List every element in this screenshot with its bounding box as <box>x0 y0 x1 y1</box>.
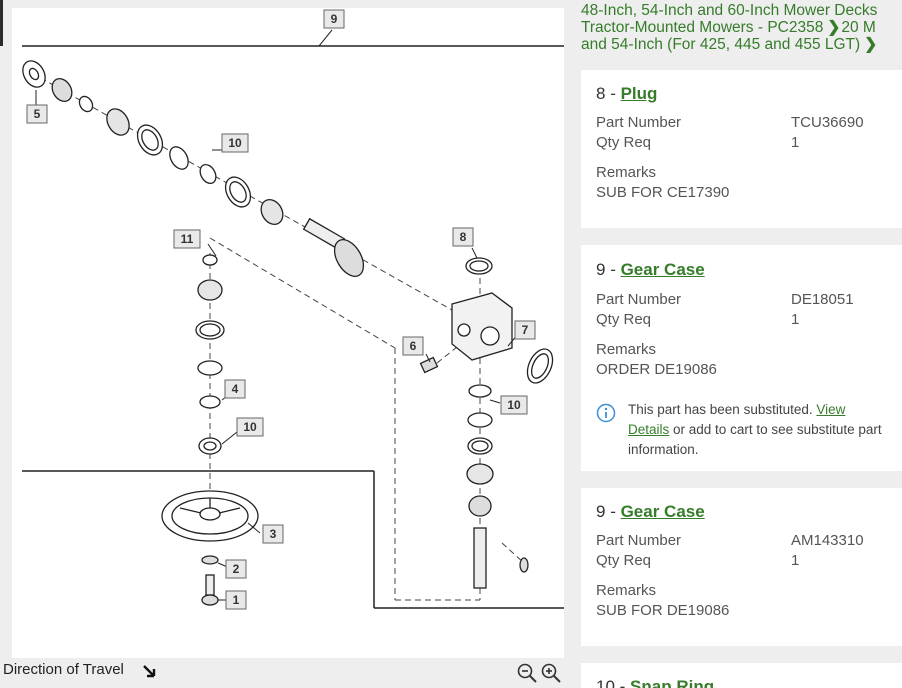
callout-11[interactable]: 11 <box>173 229 201 249</box>
callout-5[interactable]: 5 <box>26 104 48 124</box>
view-details-link[interactable]: View Details <box>628 402 846 437</box>
remarks-label: Remarks <box>596 582 657 599</box>
left-edge-marker <box>0 0 3 46</box>
qty-label: Qty Req <box>596 552 652 569</box>
breadcrumb-item-lgt[interactable]: and 54-Inch (For 425, 445 and 455 LGT) <box>581 36 861 53</box>
callout-label: 5 <box>34 107 41 121</box>
part-callout-number: 9 <box>596 260 606 279</box>
part-card: 9 - Gear Case Part Number DE18051 Qty Re… <box>581 245 902 471</box>
breadcrumb-item-mower-decks[interactable]: 48-Inch, 54-Inch and 60-Inch Mower Decks <box>581 2 878 19</box>
chevron-right-icon: ❯ <box>864 36 878 53</box>
remarks-label: Remarks <box>596 164 657 181</box>
substitution-text: This part has been substituted. View Det… <box>628 400 888 460</box>
callout-2[interactable]: 2 <box>225 559 247 579</box>
callout-label: 2 <box>233 562 240 576</box>
callout-3[interactable]: 3 <box>262 524 284 544</box>
callout-9[interactable]: 9 <box>323 9 345 29</box>
substitution-text-b: or add to cart to see substitute part in… <box>628 422 882 457</box>
callout-label: 8 <box>460 230 467 244</box>
callout-1[interactable]: 1 <box>225 590 247 610</box>
callout-label: 1 <box>233 593 240 607</box>
callout-6[interactable]: 6 <box>402 336 424 356</box>
arrow-down-right-icon <box>143 665 156 678</box>
part-name-link[interactable]: Plug <box>620 84 658 103</box>
callout-10[interactable]: 10 <box>500 395 528 415</box>
qty-label: Qty Req <box>596 134 652 151</box>
breadcrumb: 48-Inch, 54-Inch and 60-Inch Mower Decks… <box>581 2 902 53</box>
qty-value: 1 <box>791 552 800 569</box>
remarks-value: SUB FOR DE19086 <box>596 602 730 619</box>
remarks-label: Remarks <box>596 341 657 358</box>
part-number-value: DE18051 <box>791 291 854 308</box>
callout-label: 11 <box>181 232 194 246</box>
qty-value: 1 <box>791 134 800 151</box>
callout-10[interactable]: 10 <box>221 133 249 153</box>
callout-4[interactable]: 4 <box>224 379 246 399</box>
callout-10[interactable]: 10 <box>236 417 264 437</box>
part-number-label: Part Number <box>596 114 682 131</box>
substitution-notice: This part has been substituted. View Det… <box>596 400 886 462</box>
breadcrumb-item-next[interactable]: 20 M <box>841 19 876 36</box>
callout-label: 7 <box>522 323 529 337</box>
callout-label: 3 <box>270 527 277 541</box>
callout-label: 10 <box>243 420 257 434</box>
callout-label: 10 <box>507 398 521 412</box>
part-number-value: TCU36690 <box>791 114 864 131</box>
direction-of-travel-label: Direction of Travel <box>3 661 124 678</box>
part-title: 10 - Snap Ring <box>596 677 714 688</box>
breadcrumb-item-pc2358[interactable]: Tractor-Mounted Mowers - PC2358 <box>581 19 824 36</box>
part-callout-number: 8 <box>596 84 606 103</box>
part-title: 9 - Gear Case <box>596 502 705 521</box>
part-number-value: AM143310 <box>791 532 864 549</box>
part-number-label: Part Number <box>596 291 682 308</box>
callout-label: 6 <box>410 339 417 353</box>
callout-8[interactable]: 8 <box>452 227 474 247</box>
part-card: 10 - Snap Ring <box>581 663 902 688</box>
remarks-value: ORDER DE19086 <box>596 361 717 378</box>
part-number-label: Part Number <box>596 532 682 549</box>
exploded-parts-diagram: 9 5 10 11 8 6 7 10 4 10 3 2 1 <box>22 9 564 610</box>
callout-label: 9 <box>331 12 338 26</box>
part-title: 8 - Plug <box>596 84 658 103</box>
part-callout-number: 10 <box>596 677 615 688</box>
part-name-link[interactable]: Gear Case <box>620 502 705 521</box>
zoom-out-icon[interactable] <box>516 662 538 684</box>
zoom-in-icon[interactable] <box>540 662 562 684</box>
exploded-diagram-panel[interactable]: 9 5 10 11 8 6 7 10 4 10 3 2 1 <box>12 8 564 658</box>
callout-label: 4 <box>232 382 239 396</box>
substitution-text-a: This part has been substituted. <box>628 402 813 417</box>
qty-label: Qty Req <box>596 311 652 328</box>
callout-7[interactable]: 7 <box>514 320 536 340</box>
part-card: 9 - Gear Case Part Number AM143310 Qty R… <box>581 488 902 646</box>
remarks-value: SUB FOR CE17390 <box>596 184 730 201</box>
part-callout-number: 9 <box>596 502 606 521</box>
callout-label: 10 <box>228 136 242 150</box>
part-card: 8 - Plug Part Number TCU36690 Qty Req 1 … <box>581 70 902 228</box>
qty-value: 1 <box>791 311 800 328</box>
part-name-link[interactable]: Gear Case <box>620 260 705 279</box>
info-icon <box>596 403 616 423</box>
part-name-link[interactable]: Snap Ring <box>630 677 715 688</box>
part-title: 9 - Gear Case <box>596 260 705 279</box>
chevron-right-icon: ❯ <box>827 19 841 36</box>
diagram-footer: Direction of Travel <box>0 658 572 688</box>
